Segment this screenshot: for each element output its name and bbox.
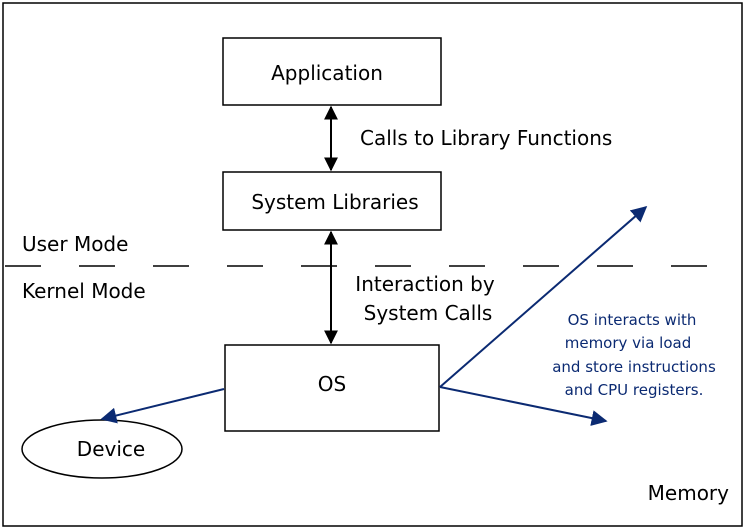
system-calls-label-line1: Interaction by — [355, 272, 495, 296]
memory-note-line3: and store instructions — [552, 358, 716, 376]
user-mode-label: User Mode — [22, 232, 128, 256]
device-label: Device — [77, 437, 145, 461]
os-box — [224, 344, 440, 432]
application-box — [222, 37, 442, 106]
library-calls-label: Calls to Library Functions — [360, 126, 612, 150]
memory-label: Memory — [648, 481, 730, 505]
system-libraries-label: System Libraries — [251, 190, 418, 214]
memory-note-line2: memory via load — [565, 334, 692, 352]
os-to-memory-arrow-right — [439, 386, 608, 426]
kernel-mode-label: Kernel Mode — [22, 279, 146, 303]
system-calls-label-line2: System Calls — [364, 301, 493, 325]
memory-note-line1: OS interacts with — [568, 311, 697, 329]
system-libraries-box — [222, 171, 442, 231]
os-to-memory-arrow-up — [439, 205, 648, 388]
application-label: Application — [271, 61, 383, 85]
os-to-device-arrow — [100, 388, 225, 424]
os-label: OS — [318, 372, 346, 396]
memory-note-line4: and CPU registers. — [565, 381, 704, 399]
